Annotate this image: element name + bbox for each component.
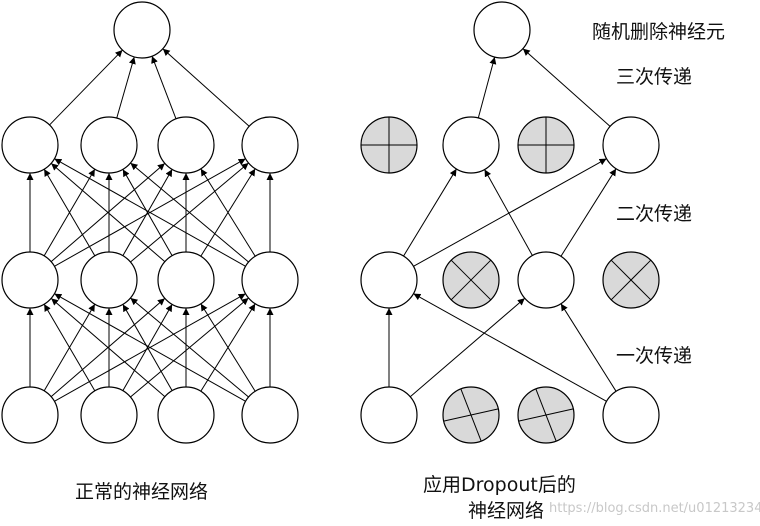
- normal-neuron: [80, 386, 138, 444]
- dropout-caption-line1: 应用Dropout后的: [423, 474, 576, 496]
- normal-connection-arrow: [200, 303, 256, 392]
- third-pass-label: 三次传递: [616, 66, 692, 88]
- dropout-connection-arrow: [484, 169, 533, 256]
- dropout-network: [360, 1, 660, 444]
- dropout-connection-arrow: [560, 168, 617, 257]
- dropout-neuron: [473, 1, 531, 59]
- normal-neuron: [157, 251, 215, 309]
- normal-connection-arrow: [49, 49, 123, 126]
- dropout-connection-arrow: [413, 158, 607, 267]
- normal-connection-arrow: [43, 168, 96, 257]
- dropout-connections: [385, 48, 617, 402]
- normal-connection-arrow: [122, 304, 173, 391]
- normal-connection-arrow: [122, 169, 173, 256]
- first-pass-label: 一次传递: [616, 345, 692, 367]
- normal-connection-arrow: [43, 303, 96, 392]
- normal-neuron: [241, 251, 299, 309]
- dropout-connection-arrow: [413, 293, 607, 402]
- dropout-neuron: [442, 116, 500, 174]
- normal-neuron: [157, 116, 215, 174]
- normal-connection-arrow: [54, 158, 246, 267]
- dropout-neuron: [602, 116, 660, 174]
- normal-neuron: [80, 251, 138, 309]
- dropout-dropped-neuron: [517, 386, 575, 444]
- normal-connection-arrow: [116, 56, 136, 119]
- normal-neuron: [157, 386, 215, 444]
- normal-neuron: [113, 1, 171, 59]
- dropout-connection-arrow: [403, 168, 457, 257]
- dropout-dropped-neuron: [517, 116, 575, 174]
- dropout-dropped-neuron: [602, 251, 660, 309]
- normal-neuron: [1, 116, 59, 174]
- dropout-neuron: [602, 386, 660, 444]
- normal-neuron: [241, 116, 299, 174]
- dropout-neuron: [360, 386, 418, 444]
- normal-neuron: [1, 251, 59, 309]
- normal-connection-arrow: [54, 293, 246, 402]
- dropout-dropped-neuron: [442, 386, 500, 444]
- dropout-caption-line2: 神经网络: [468, 500, 544, 522]
- dropout-connection-arrow: [477, 56, 497, 119]
- normal-connection-arrow: [50, 297, 166, 398]
- normal-neuron: [80, 116, 138, 174]
- normal-connection-arrow: [130, 297, 249, 398]
- watermark: https://blog.csdn.net/u012132349: [549, 501, 760, 516]
- normal-connection-arrow: [50, 162, 166, 263]
- dropout-connection-arrow: [409, 297, 526, 398]
- second-pass-label: 二次传递: [616, 203, 692, 225]
- dropout-connection-arrow: [522, 48, 611, 127]
- dropout-connection-arrow: [560, 303, 617, 392]
- normal-connection-arrow: [130, 162, 249, 263]
- normal-connection-arrow: [151, 55, 177, 120]
- normal-connection-arrow: [162, 48, 250, 127]
- normal-network-caption: 正常的神经网络: [75, 481, 208, 503]
- random-drop-title: 随机删除神经元: [592, 21, 725, 43]
- normal-nodes: [1, 1, 299, 444]
- normal-connections: [26, 48, 274, 402]
- normal-neuron: [1, 386, 59, 444]
- dropout-dropped-neuron: [442, 251, 500, 309]
- normal-neuron: [241, 386, 299, 444]
- dropout-nodes: [360, 1, 660, 444]
- dropout-dropped-neuron: [360, 116, 418, 174]
- normal-network: [1, 1, 299, 444]
- dropout-neuron: [517, 251, 575, 309]
- normal-connection-arrow: [200, 168, 256, 257]
- dropout-neuron: [360, 251, 418, 309]
